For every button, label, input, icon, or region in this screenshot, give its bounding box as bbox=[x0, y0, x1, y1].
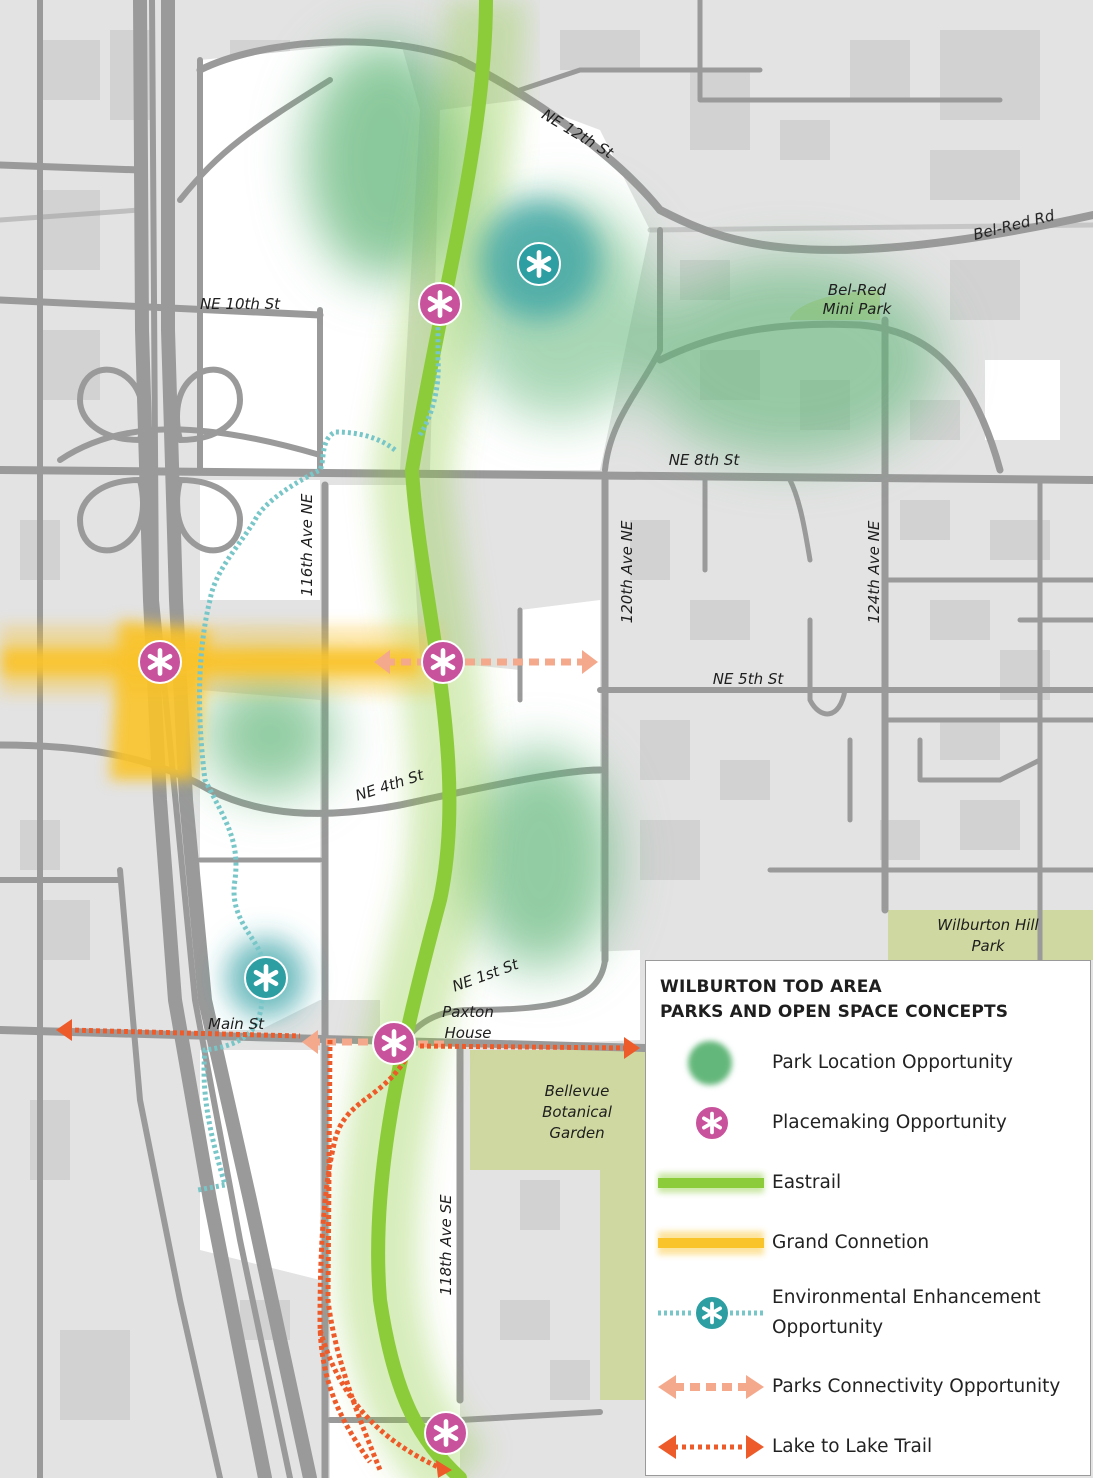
label-ne-5th: NE 5th St bbox=[713, 670, 785, 688]
environmental-markers bbox=[244, 242, 561, 1000]
placemaking-icon bbox=[372, 1021, 416, 1065]
label-120th-ave: 120th Ave NE bbox=[618, 520, 636, 623]
legend-label-environmental: Environmental Enhancement Opportunity bbox=[772, 1287, 1041, 1338]
legend-item-environmental: Environmental Enhancement Opportunity bbox=[646, 1283, 1092, 1343]
legend-item-eastrail: Eastrail bbox=[646, 1153, 1092, 1213]
park-opportunity-icon bbox=[688, 1041, 732, 1085]
legend-label-grand: Grand Connetion bbox=[772, 1232, 930, 1253]
legend-item-grand: Grand Connetion bbox=[646, 1213, 1092, 1273]
legend-label-connectivity: Parks Connectivity Opportunity bbox=[772, 1376, 1061, 1397]
lake-trail-legend-icon bbox=[658, 1435, 764, 1459]
legend-item-placemaking: Placemaking Opportunity bbox=[646, 1093, 1092, 1153]
legend-item-park: Park Location Opportunity bbox=[646, 1033, 1092, 1093]
connectivity-legend-icon bbox=[658, 1375, 764, 1399]
label-ne-10th: NE 10th St bbox=[200, 295, 281, 313]
environmental-legend-icon bbox=[658, 1295, 766, 1331]
placemaking-icon bbox=[421, 640, 465, 684]
label-ne-8th: NE 8th St bbox=[669, 451, 741, 469]
placemaking-icon bbox=[138, 640, 182, 684]
label-main-st: Main St bbox=[208, 1015, 265, 1033]
legend-title: WILBURTON TOD AREA PARKS AND OPEN SPACE … bbox=[660, 977, 1009, 1022]
legend-label-park: Park Location Opportunity bbox=[772, 1052, 1014, 1073]
legend-item-lake: Lake to Lake Trail bbox=[646, 1417, 1092, 1477]
label-124th-ave: 124th Ave NE bbox=[865, 520, 883, 623]
label-116th-ave: 116th Ave NE bbox=[298, 493, 316, 596]
placemaking-markers bbox=[138, 282, 468, 1455]
lake-to-lake-arrowheads bbox=[56, 1019, 640, 1478]
legend-label-placemaking: Placemaking Opportunity bbox=[772, 1112, 1007, 1133]
environmental-icon bbox=[517, 242, 561, 286]
environmental-paths bbox=[197, 320, 441, 1193]
placemaking-icon bbox=[418, 282, 462, 326]
parks-connectivity-arrowheads bbox=[302, 650, 598, 1054]
grand-connection bbox=[0, 620, 440, 780]
legend-item-connectivity: Parks Connectivity Opportunity bbox=[646, 1357, 1092, 1417]
environmental-icon bbox=[244, 956, 288, 1000]
eastrail-legend-icon bbox=[658, 1173, 764, 1193]
label-118th-ave-se: 118th Ave SE bbox=[437, 1194, 455, 1295]
placemaking-icon bbox=[424, 1411, 468, 1455]
placemaking-legend-icon bbox=[694, 1105, 730, 1141]
legend-label-eastrail: Eastrail bbox=[772, 1172, 842, 1193]
grand-connection-legend-icon bbox=[658, 1231, 764, 1255]
eastrail-line bbox=[371, 0, 493, 1478]
legend: WILBURTON TOD AREA PARKS AND OPEN SPACE … bbox=[645, 960, 1091, 1476]
lake-to-lake-trail bbox=[67, 1027, 629, 1471]
legend-label-lake: Lake to Lake Trail bbox=[772, 1436, 933, 1457]
